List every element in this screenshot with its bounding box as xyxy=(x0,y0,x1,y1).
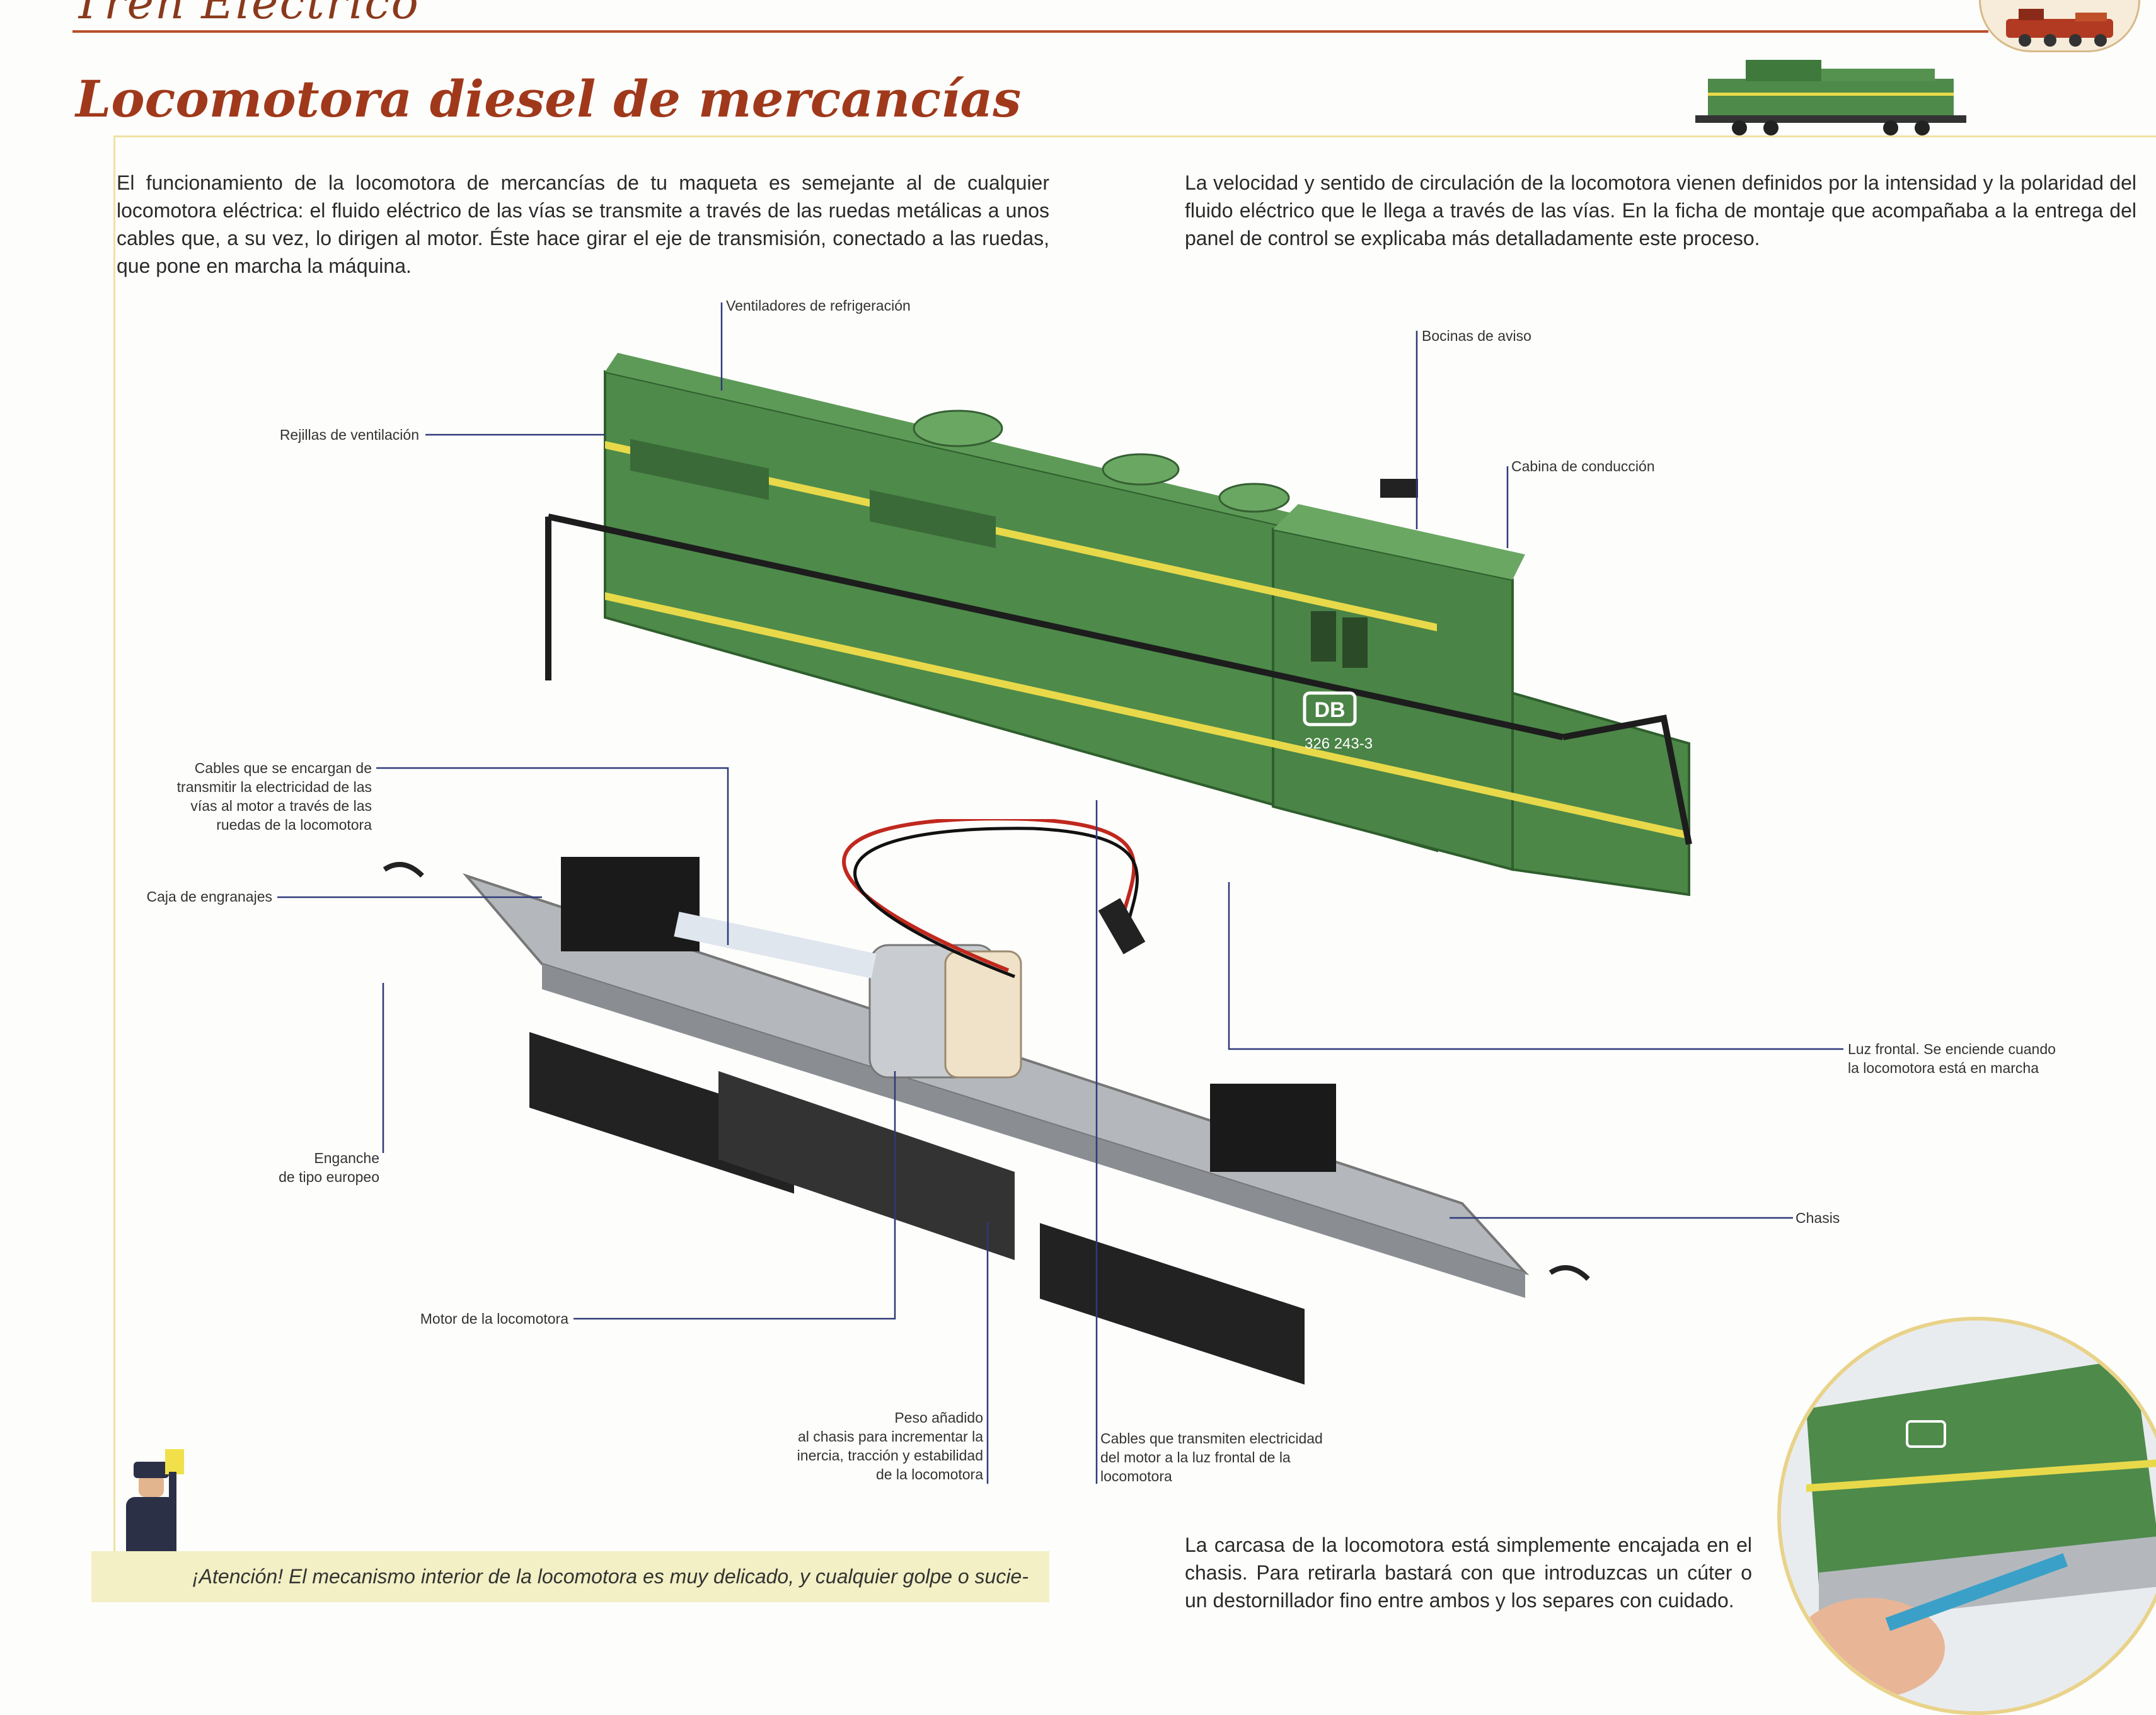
db-logo-text: DB xyxy=(1314,698,1345,722)
label-chasis: Chasis xyxy=(1796,1210,1840,1226)
locomotive-body-illustration: DB 326 243-3 xyxy=(545,353,1692,897)
intro-left-paragraph: El funcionamiento de la locomotora de me… xyxy=(117,171,1049,277)
label-peso: Peso añadido al chasis para incrementar … xyxy=(797,1409,983,1483)
label-luz-frontal: Luz frontal. Se enciende cuando la locom… xyxy=(1848,1041,2056,1076)
label-cables-luz: Cables que transmiten electricidad del m… xyxy=(1100,1430,1323,1484)
loco-thumbnail xyxy=(1695,60,1966,135)
brand-title: Tren Eléctrico xyxy=(72,0,420,29)
intro-right-paragraph: La velocidad y sentido de circulación de… xyxy=(1185,171,2136,250)
label-caja: Caja de engranajes xyxy=(146,888,272,905)
label-cabina: Cabina de conducción xyxy=(1511,458,1655,474)
header-rule xyxy=(72,30,1988,33)
content-frame xyxy=(113,135,2156,1586)
attention-text: ¡Atención! El mecanismo interior de la l… xyxy=(192,1565,1029,1588)
carcasa-paragraph: La carcasa de la locomotora está simplem… xyxy=(1185,1534,1752,1612)
chassis-illustration xyxy=(383,819,1590,1385)
red-train-icon xyxy=(2006,9,2113,47)
label-enganche: Enganche de tipo europeo xyxy=(279,1150,379,1185)
inset-photo xyxy=(1777,1317,2156,1715)
page-title: Locomotora diesel de mercancías xyxy=(76,69,1022,129)
attention-box: ¡Atención! El mecanismo interior de la l… xyxy=(91,1551,1049,1602)
label-rejillas: Rejillas de ventilación xyxy=(279,427,419,443)
label-motor: Motor de la locomotora xyxy=(420,1311,568,1327)
leader-lines xyxy=(277,302,1843,1484)
label-cables-motor: Cables que se encargan de transmitir la … xyxy=(176,760,372,833)
loco-number: 326 243-3 xyxy=(1305,735,1373,752)
label-ventiladores: Ventiladores de refrigeración xyxy=(726,297,911,314)
header-badge xyxy=(1979,0,2140,52)
inset-loco-detail xyxy=(1781,1321,2156,1711)
label-bocinas: Bocinas de aviso xyxy=(1422,328,1531,344)
